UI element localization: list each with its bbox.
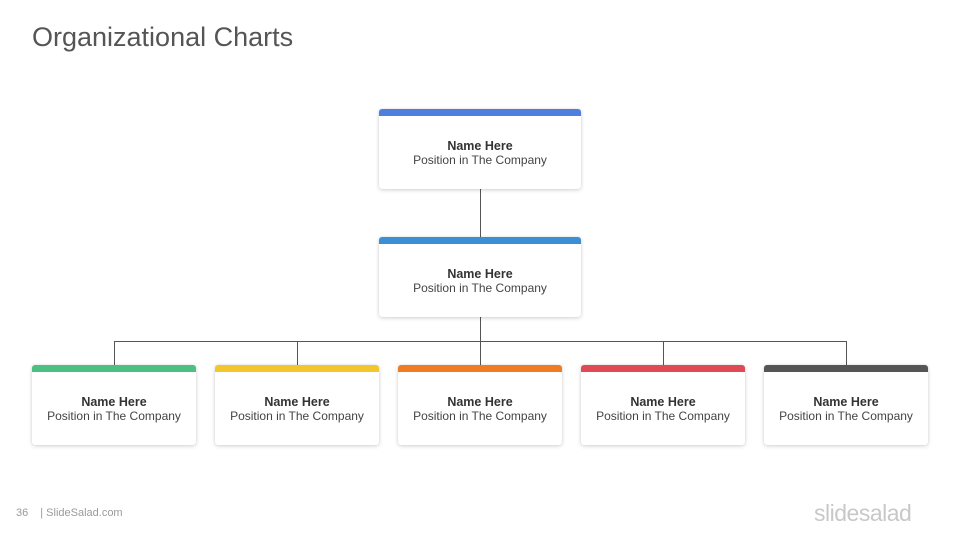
node-color-bar [379,237,581,244]
logo-part-2: salad [858,500,912,526]
node-position: Position in The Company [779,409,913,423]
org-node-bottom-3[interactable]: Name Here Position in The Company [398,365,562,445]
node-color-bar [215,365,379,372]
footer: 36 | SlideSalad.com [16,507,123,519]
node-color-bar [764,365,928,372]
org-node-bottom-5[interactable]: Name Here Position in The Company [764,365,928,445]
footer-site[interactable]: | SlideSalad.com [40,507,123,519]
org-node-bottom-4[interactable]: Name Here Position in The Company [581,365,745,445]
node-position: Position in The Company [47,409,181,423]
node-name: Name Here [81,395,147,409]
node-position: Position in The Company [413,153,547,167]
node-name: Name Here [447,267,513,281]
node-color-bar [379,109,581,116]
node-position: Position in The Company [596,409,730,423]
node-position: Position in The Company [413,409,547,423]
slidesalad-logo: slidesalad [814,500,912,527]
org-node-middle[interactable]: Name Here Position in The Company [379,237,581,317]
node-name: Name Here [813,395,879,409]
node-name: Name Here [447,139,513,153]
node-name: Name Here [264,395,330,409]
page-title: Organizational Charts [32,22,294,52]
node-name: Name Here [447,395,513,409]
node-color-bar [581,365,745,372]
node-color-bar [398,365,562,372]
org-node-bottom-2[interactable]: Name Here Position in The Company [215,365,379,445]
node-color-bar [32,365,196,372]
org-node-top[interactable]: Name Here Position in The Company [379,109,581,189]
logo-part-1: slide [814,500,859,526]
org-node-bottom-1[interactable]: Name Here Position in The Company [32,365,196,445]
page-number: 36 [16,507,29,519]
node-name: Name Here [630,395,696,409]
node-position: Position in The Company [230,409,364,423]
node-position: Position in The Company [413,281,547,295]
